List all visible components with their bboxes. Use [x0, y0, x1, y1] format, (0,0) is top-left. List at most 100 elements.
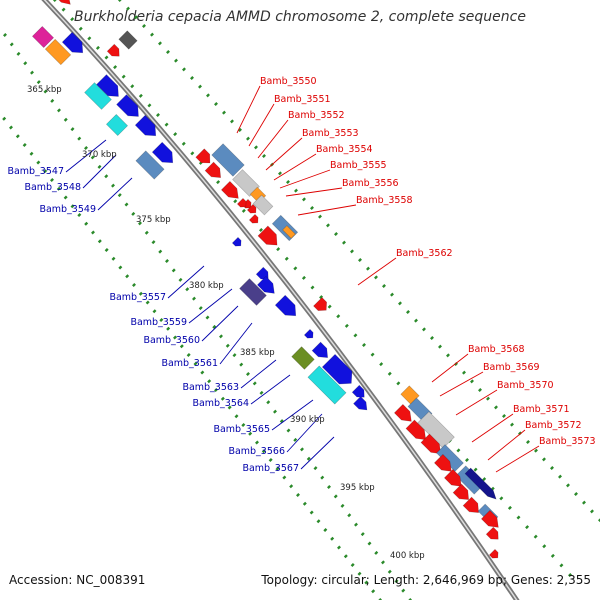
- tick-mark: [232, 353, 237, 358]
- tick-mark: [516, 515, 521, 520]
- tick-mark: [70, 17, 75, 22]
- tick-mark: [374, 550, 379, 555]
- leader-line: [250, 374, 291, 405]
- tick-mark: [542, 457, 546, 462]
- tick-mark: [559, 563, 564, 568]
- tick-mark: [313, 466, 318, 471]
- tick-mark: [282, 475, 287, 480]
- tick-mark: [358, 258, 362, 262]
- chromosome-backbone-inner: [43, 0, 518, 600]
- gene-block-blue: [321, 353, 353, 385]
- tick-mark: [550, 553, 555, 558]
- tick-mark: [462, 370, 466, 375]
- tick-mark: [2, 116, 7, 121]
- tick-mark: [165, 259, 169, 263]
- tick-mark: [502, 414, 506, 418]
- gene-label-blue: Bamb_3559: [130, 317, 187, 328]
- tick-mark: [473, 467, 478, 472]
- tick-mark: [171, 268, 176, 273]
- tick-mark: [422, 327, 426, 332]
- tick-mark: [124, 202, 129, 207]
- tick-mark: [50, 178, 54, 182]
- tick-mark: [336, 314, 341, 319]
- tick-mark: [206, 93, 210, 98]
- gene-block-steel: [135, 150, 165, 180]
- tick-mark: [401, 588, 406, 593]
- tick-mark: [354, 522, 358, 527]
- tick-mark: [394, 579, 399, 584]
- tick-mark: [77, 136, 82, 141]
- gene-label-blue: Bamb_3567: [242, 463, 299, 474]
- tick-mark: [125, 274, 130, 279]
- gene-block-silver: [252, 194, 274, 216]
- leader-line: [188, 288, 233, 324]
- tick-mark: [147, 103, 152, 108]
- gene-block-cyan: [105, 113, 129, 137]
- tick-mark: [323, 528, 328, 532]
- gene-label-red: Bamb_3570: [497, 380, 554, 391]
- gene-block-slate: [239, 278, 267, 306]
- leader-line: [300, 436, 335, 470]
- tick-mark: [56, 186, 61, 191]
- leader-line: [285, 187, 343, 197]
- gene-label-blue: Bamb_3563: [182, 382, 239, 393]
- gene-label-red: Bamb_3556: [342, 178, 399, 189]
- leader-line: [97, 177, 133, 211]
- tick-mark: [590, 509, 594, 514]
- tick-mark: [326, 223, 330, 228]
- tick-mark: [233, 199, 238, 204]
- leader-line: [265, 137, 303, 171]
- tick-mark: [381, 560, 385, 565]
- tick-mark: [97, 239, 102, 244]
- tick-mark: [294, 188, 298, 193]
- kbp-label: 380 kbp: [189, 281, 224, 291]
- kbp-label: 385 kbp: [240, 348, 275, 358]
- tick-mark: [179, 344, 184, 349]
- tick-mark: [456, 448, 461, 453]
- tick-mark: [261, 449, 266, 454]
- gene-block-red: [433, 453, 452, 472]
- tick-mark: [36, 160, 41, 165]
- gene-block-steel: [436, 444, 464, 472]
- tick-mark: [558, 474, 562, 479]
- tick-mark: [398, 301, 402, 306]
- tick-mark: [566, 483, 570, 488]
- tick-mark: [164, 122, 169, 127]
- map-title: Burkholderia cepacia AMMD chromosome 2, …: [74, 9, 526, 25]
- leader-line: [65, 139, 107, 173]
- gene-block-red: [248, 213, 259, 224]
- tick-mark: [156, 113, 160, 117]
- tick-mark: [9, 125, 13, 130]
- tick-mark: [225, 343, 230, 348]
- tick-mark: [246, 136, 250, 141]
- tick-mark: [84, 221, 89, 226]
- tick-mark: [36, 80, 41, 85]
- tick-mark: [70, 204, 75, 209]
- tick-mark: [57, 108, 61, 113]
- tick-mark: [3, 33, 7, 37]
- tick-mark: [353, 333, 358, 338]
- tick-mark: [238, 128, 242, 132]
- tick-mark: [166, 50, 170, 54]
- tick-mark: [499, 496, 504, 501]
- tick-mark: [293, 266, 298, 271]
- tick-mark: [186, 353, 191, 357]
- tick-mark: [252, 381, 257, 386]
- gene-block-red: [313, 297, 327, 311]
- tick-mark: [582, 500, 586, 505]
- tick-mark: [284, 256, 289, 261]
- tick-mark: [84, 146, 88, 150]
- tick-mark: [104, 55, 109, 60]
- gene-block-blue: [61, 31, 84, 54]
- gene-label-red: Bamb_3573: [539, 436, 596, 447]
- gene-block-red: [106, 43, 120, 57]
- gene-block-red: [53, 0, 71, 5]
- tick-mark: [296, 493, 300, 497]
- tick-mark: [286, 180, 290, 184]
- tick-mark: [174, 58, 178, 63]
- tick-mark: [118, 0, 122, 2]
- kbp-label: 395 kbp: [340, 483, 375, 493]
- leader-line: [248, 103, 275, 147]
- gene-block-red: [485, 526, 499, 540]
